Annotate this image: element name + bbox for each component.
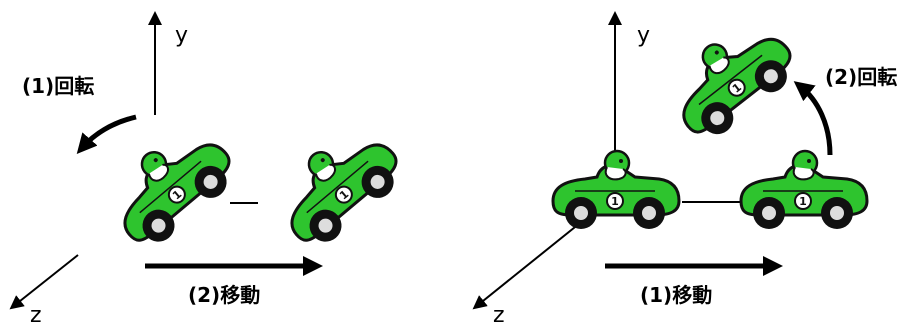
left-rotate-arrow — [76, 114, 137, 155]
right-car-origin — [551, 149, 681, 231]
right-car-rotated — [655, 7, 806, 150]
right-panel: y z (2)回転 (1)移動 — [472, 7, 897, 325]
left-car-rotated — [95, 113, 246, 258]
left-z-axis — [9, 254, 79, 310]
right-move-label: (1)移動 — [640, 283, 712, 307]
left-z-axis-label: z — [30, 303, 42, 325]
left-car-moved — [262, 113, 413, 258]
left-panel: y z (1)回転 (2)移動 — [9, 11, 413, 325]
right-car-moved — [739, 149, 869, 231]
left-move-label: (2)移動 — [188, 283, 260, 307]
right-z-axis-label: z — [493, 303, 505, 325]
left-y-axis-label: y — [175, 23, 188, 48]
left-rotate-label: (1)回転 — [22, 74, 94, 98]
right-y-axis-label: y — [637, 23, 650, 48]
right-rotate-arrow — [793, 81, 833, 156]
right-z-axis — [472, 214, 591, 310]
right-rotate-label: (2)回転 — [825, 65, 897, 89]
